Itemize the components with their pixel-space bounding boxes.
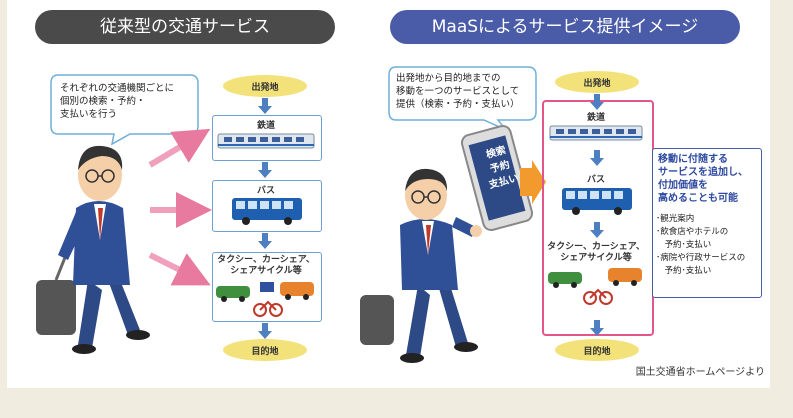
right-bubble-text: 出発地から目的地までの 移動を一つのサービスとして 提供（検索・予約・支払い） <box>396 72 520 111</box>
right-train-label: 鉄道 <box>586 113 605 123</box>
left-bus-icon <box>232 198 302 225</box>
right-arrow-1 <box>590 94 604 110</box>
left-speech-bubble <box>50 74 199 146</box>
suitcase-icon-right <box>360 295 394 345</box>
right-title: MaaSによるサービス提供イメージ <box>390 10 740 44</box>
right-destination-node <box>555 339 639 361</box>
right-speech-bubble <box>388 66 537 131</box>
right-other-line-1: タクシー、カーシェア、 <box>547 242 645 252</box>
addon-item-4: ･病院や行政サービスの <box>656 253 746 263</box>
addon-title-line-1: 移動に付随する <box>658 154 728 165</box>
left-bubble-text: それぞれの交通機関ごとに 個別の検索・予約・ 支払いを行う <box>60 82 174 121</box>
suitcase-icon <box>36 280 76 335</box>
left-bus-label: バス <box>256 186 275 196</box>
left-title: 従来型の交通サービス <box>35 10 335 44</box>
left-pink-arrows <box>148 128 212 286</box>
right-arrow-4 <box>590 320 604 336</box>
right-arrow-2 <box>590 150 604 166</box>
addon-title: 移動に付随する サービスを追加し、 付加価値を 高めることも可能 <box>658 153 748 205</box>
right-destination-label: 目的地 <box>583 347 611 357</box>
addon-item-2: ･飲食店やホテルの <box>656 227 729 237</box>
right-bus-icon <box>562 188 632 215</box>
addon-item-3: 予約･支払い <box>656 240 712 250</box>
left-destination-node <box>223 339 307 361</box>
left-destination-label: 目的地 <box>251 347 279 357</box>
addon-title-line-4: 高めることも可能 <box>658 193 738 204</box>
source-credit: 国土交通省ホームページより <box>635 367 765 378</box>
left-arrow-4 <box>258 323 272 339</box>
left-arrow-2 <box>258 162 272 178</box>
right-origin-label: 出発地 <box>583 79 611 89</box>
left-origin-node <box>223 75 307 97</box>
left-bubble-line-2: 個別の検索・予約・ <box>60 96 146 107</box>
left-train-icon <box>217 133 315 149</box>
left-other-label: タクシー、カーシェア、 シェアサイクル等 <box>212 255 320 277</box>
right-businessman-illustration <box>360 168 482 363</box>
left-other-line-1: タクシー、カーシェア、 <box>217 255 315 265</box>
orange-arrow-icon <box>520 160 546 204</box>
right-bubble-line-1: 出発地から目的地までの <box>396 73 501 84</box>
right-train-icon <box>549 125 643 141</box>
addon-item-1: ･観光案内 <box>656 214 695 224</box>
right-bubble-line-3: 提供（検索・予約・支払い） <box>396 99 520 110</box>
addon-item-5: 予約･支払い <box>656 266 712 276</box>
left-arrow-3 <box>258 233 272 249</box>
addon-items: ･観光案内 ･飲食店やホテルの 予約･支払い ･病院や行政サービスの 予約･支払… <box>656 213 745 278</box>
left-bubble-line-3: 支払いを行う <box>60 109 118 120</box>
left-train-label: 鉄道 <box>256 121 275 131</box>
right-other-line-2: シェアサイクル等 <box>560 253 632 263</box>
right-bus-label: バス <box>586 175 605 185</box>
addon-services-box <box>652 148 762 298</box>
left-origin-label: 出発地 <box>251 83 279 93</box>
left-businessman-illustration <box>36 145 150 354</box>
right-bubble-line-2: 移動を一つのサービスとして <box>396 86 520 97</box>
left-arrow-1 <box>258 98 272 114</box>
right-origin-node <box>555 71 639 93</box>
right-taxi-carshare-cycle-icons <box>548 268 642 305</box>
addon-title-line-2: サービスを追加し、 <box>658 167 748 178</box>
addon-title-line-3: 付加価値を <box>658 180 708 191</box>
left-taxi-carshare-cycle-icons <box>216 282 314 317</box>
right-arrow-3 <box>590 222 604 238</box>
left-bubble-line-1: それぞれの交通機関ごとに <box>60 83 175 94</box>
smartphone-icon <box>460 124 534 232</box>
right-other-label: タクシー、カーシェア、 シェアサイクル等 <box>546 242 646 264</box>
left-other-line-2: シェアサイクル等 <box>230 266 302 276</box>
